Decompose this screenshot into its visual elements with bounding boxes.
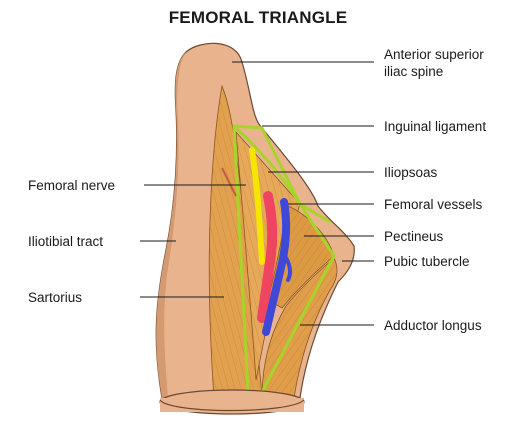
label-femoral-nerve: Femoral nerve: [28, 177, 115, 194]
label-asis: Anterior superior iliac spine: [384, 46, 484, 80]
label-inguinal-ligament: Inguinal ligament: [384, 118, 486, 135]
label-iliopsoas: Iliopsoas: [384, 164, 437, 181]
label-asis-line1: Anterior superior: [384, 46, 484, 63]
label-pubic-tubercle: Pubic tubercle: [384, 253, 470, 270]
label-iliotibial-tract: Iliotibial tract: [28, 233, 103, 250]
label-pectineus: Pectineus: [384, 228, 443, 245]
label-asis-line2: iliac spine: [384, 63, 484, 80]
label-adductor-longus: Adductor longus: [384, 317, 482, 334]
label-sartorius: Sartorius: [28, 289, 82, 306]
label-femoral-vessels: Femoral vessels: [384, 196, 482, 213]
